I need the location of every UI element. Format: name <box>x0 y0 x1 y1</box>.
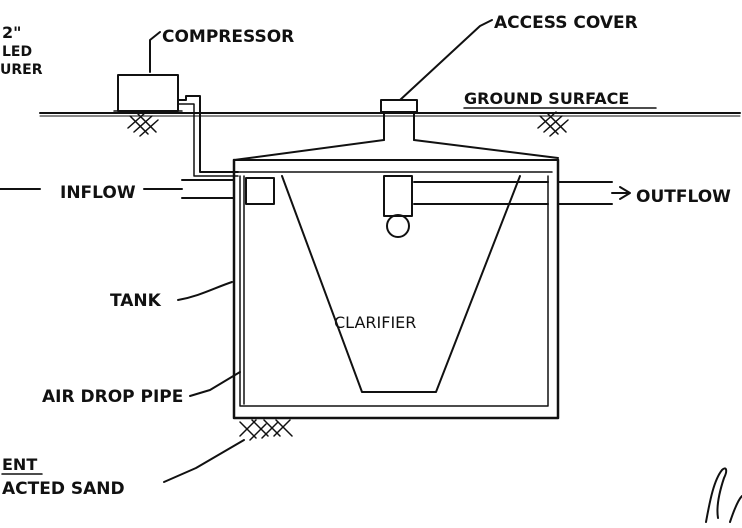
tank-inner-wall <box>239 175 549 407</box>
air-supply-pipe <box>177 95 239 173</box>
float-ball <box>386 214 410 238</box>
compressor-unit <box>117 74 179 112</box>
tank-leader <box>177 281 233 301</box>
tank-label: TANK <box>110 291 162 311</box>
outflow-baffle <box>413 181 549 205</box>
soil-hatch-right <box>537 111 569 137</box>
ground-surface-label: GROUND SURFACE <box>464 89 629 108</box>
signature-mark <box>705 467 742 523</box>
access-cover-label: ACCESS COVER <box>494 13 638 33</box>
clarifier-label: CLARIFIER <box>334 313 416 332</box>
air-drop-pipe-leader <box>189 371 241 397</box>
tank-outer-wall <box>232 158 560 420</box>
access-cover <box>380 99 418 113</box>
tank-lid <box>233 139 559 161</box>
air-drop-pipe-label: AIR DROP PIPE <box>42 387 183 407</box>
float-housing <box>383 175 413 217</box>
inflow-baffle <box>245 177 275 205</box>
air-supply-pipe-inner <box>177 103 239 177</box>
access-cover-leader <box>399 19 493 101</box>
outflow-arrow <box>611 186 631 200</box>
clarifier-cone <box>281 175 521 393</box>
compressor-label: COMPRESSOR <box>162 27 294 47</box>
compressor-base <box>113 110 183 114</box>
soil-hatch-left <box>127 111 159 137</box>
top-left-note-line3: URER <box>0 62 43 78</box>
sand-leader <box>163 439 245 483</box>
bottom-left-note-line1: ENT <box>2 455 37 474</box>
inflow-label: INFLOW <box>60 183 136 203</box>
inflow-pipe <box>181 179 235 199</box>
bottom-left-note-line2: ACTED SAND <box>2 479 125 499</box>
compressor-leader <box>149 31 161 73</box>
sand-hatch <box>239 419 293 441</box>
outflow-pipe <box>557 181 613 205</box>
outflow-label: OUTFLOW <box>636 187 731 207</box>
access-riser <box>383 111 415 141</box>
top-left-note-line2: LED <box>2 44 32 60</box>
top-left-note-line1: 2" <box>2 23 21 42</box>
